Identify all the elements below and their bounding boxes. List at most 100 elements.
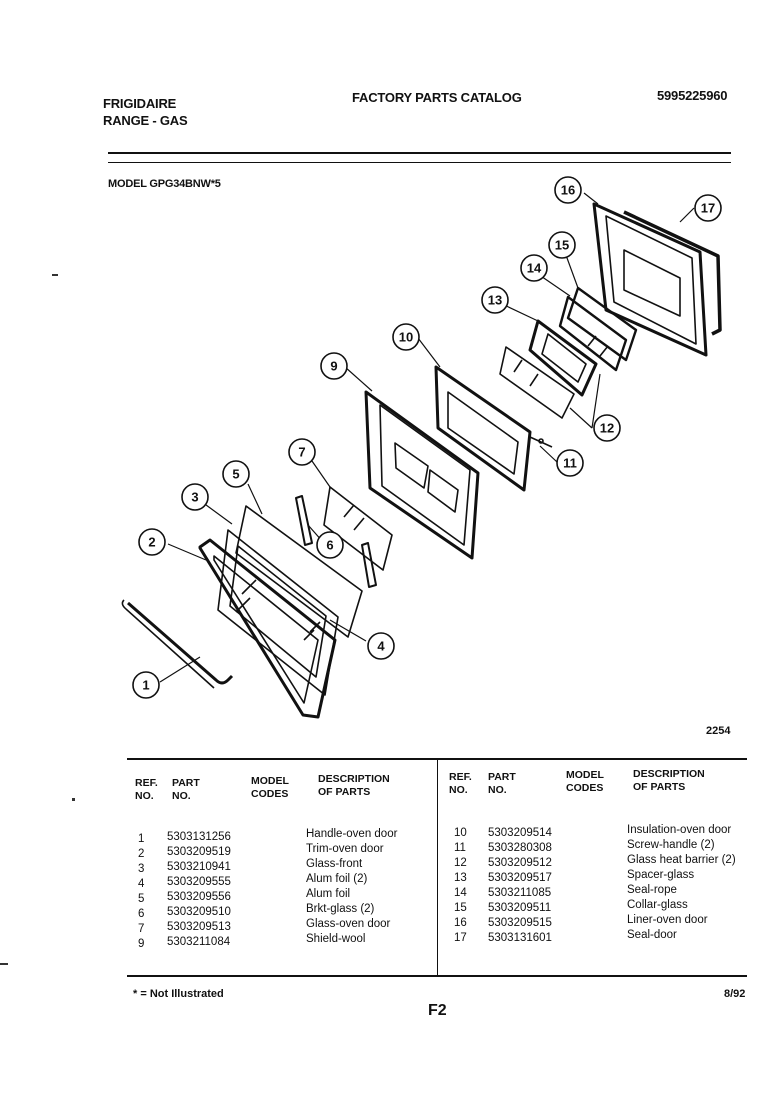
part-glass-front-drawing (217, 529, 339, 696)
table-cell-part: 5303209519 (167, 846, 231, 858)
table-cell-ref: 14 (454, 887, 467, 899)
brand-name: FRIGIDAIRE (103, 96, 177, 111)
product-type: RANGE - GAS (103, 113, 188, 128)
table-cell-part: 5303210941 (167, 861, 231, 873)
scan-speck (52, 274, 58, 276)
right-part-column: 5303209514 5303280308 5303209512 5303209… (488, 826, 552, 946)
callout-6: 6 (326, 538, 333, 553)
callout-12: 12 (600, 421, 614, 436)
part-bracket-drawing (295, 495, 377, 588)
header-part-right: PART NO. (488, 771, 516, 796)
header-desc-right: DESCRIPTION OF PARTS (633, 768, 705, 793)
table-bottom-rule (127, 975, 747, 977)
callout-7: 7 (298, 445, 305, 460)
catalog-number: 5995225960 (657, 88, 728, 103)
part-liner-drawing (592, 202, 708, 357)
footnote: * = Not Illustrated (133, 988, 224, 1000)
table-cell-desc: Liner-oven door (627, 914, 708, 926)
catalog-title: FACTORY PARTS CATALOG (352, 90, 522, 105)
callout-17: 17 (701, 201, 715, 216)
callout-10: 10 (399, 330, 413, 345)
table-divider (437, 758, 438, 976)
part-insulation-drawing (434, 365, 532, 492)
table-cell-desc: Alum foil (2) (306, 873, 368, 885)
table-cell-part: 5303211084 (167, 936, 231, 948)
callout-2: 2 (148, 535, 155, 550)
table-cell-ref: 10 (454, 827, 467, 839)
table-cell-ref: 4 (138, 878, 145, 890)
table-cell-part: 5303209513 (167, 921, 231, 933)
table-cell-part: 5303209514 (488, 827, 552, 839)
left-part-column: 5303131256 5303209519 5303210941 5303209… (167, 830, 231, 950)
table-cell-desc: Spacer-glass (627, 869, 695, 881)
table-cell-part: 5303209512 (488, 857, 552, 869)
table-cell-desc: Glass heat barrier (2) (627, 854, 736, 866)
table-cell-ref: 1 (138, 833, 145, 845)
header-rule (108, 152, 731, 154)
part-spacer-drawing (528, 319, 598, 397)
table-cell-ref: 17 (454, 932, 467, 944)
callout-9: 9 (330, 359, 337, 374)
table-cell-desc: Insulation-oven door (627, 824, 732, 836)
table-cell-desc: Seal-rope (627, 884, 677, 896)
scan-speck (0, 963, 8, 965)
header-model-right: MODEL CODES (566, 769, 604, 794)
table-cell-ref: 6 (138, 908, 145, 920)
left-ref-column: 1 2 3 4 5 6 7 9 (138, 832, 144, 952)
table-cell-ref: 15 (454, 902, 467, 914)
callout-13: 13 (488, 293, 502, 308)
table-cell-part: 5303209555 (167, 876, 231, 888)
part-collar-drawing (558, 286, 638, 372)
part-glass-oven-door-drawing (323, 486, 393, 571)
callout-1: 1 (142, 678, 149, 693)
table-cell-ref: 9 (138, 938, 145, 950)
header-ref-right: REF. NO. (449, 771, 472, 796)
table-cell-ref: 3 (138, 863, 145, 875)
part-heat-barrier-drawing (499, 346, 575, 419)
part-seal-drawing (623, 210, 722, 336)
right-desc-column: Insulation-oven door Screw-handle (2) Gl… (627, 823, 736, 943)
table-cell-part: 5303209510 (167, 906, 231, 918)
table-cell-ref: 16 (454, 917, 467, 929)
part-screw-drawing (529, 436, 553, 448)
table-cell-part: 5303209515 (488, 917, 552, 929)
table-cell-desc: Shield-wool (306, 933, 366, 945)
part-foil-drawing (235, 505, 363, 641)
header-rule-thin (108, 162, 731, 163)
page-number: F2 (428, 1002, 447, 1019)
table-cell-part: 5303131256 (167, 831, 231, 843)
callout-15: 15 (555, 238, 569, 253)
table-cell-desc: Handle-oven door (306, 828, 398, 840)
table-cell-ref: 11 (454, 842, 466, 854)
table-cell-ref: 5 (138, 893, 145, 905)
table-cell-part: 5303209511 (488, 902, 552, 914)
table-cell-ref: 7 (138, 923, 145, 935)
table-cell-part: 5303211085 (488, 887, 552, 899)
part-shield-drawing (364, 390, 480, 560)
table-cell-desc: Seal-door (627, 929, 677, 941)
left-desc-column: Handle-oven door Trim-oven door Glass-fr… (306, 827, 397, 947)
exploded-parts-diagram: 1 2 3 4 5 6 7 9 10 11 12 13 14 15 16 17 (121, 176, 722, 719)
table-cell-desc: Glass-front (306, 858, 363, 870)
table-cell-part: 5303131601 (488, 932, 552, 944)
callout-11: 11 (563, 456, 577, 471)
revision-date: 8/92 (724, 988, 746, 1000)
table-cell-ref: 2 (138, 848, 145, 860)
header-part-left: PART NO. (172, 777, 200, 802)
table-cell-part: 5303209517 (488, 872, 552, 884)
callout-4: 4 (377, 639, 385, 654)
figure-number: 2254 (706, 725, 731, 737)
table-cell-desc: Brkt-glass (2) (306, 903, 375, 915)
callout-5: 5 (232, 467, 239, 482)
part-handle-drawing (121, 599, 234, 689)
callout-14: 14 (527, 261, 542, 276)
scan-speck (72, 798, 75, 801)
table-cell-desc: Glass-oven door (306, 918, 391, 930)
table-cell-desc: Trim-oven door (306, 843, 384, 855)
table-cell-desc: Alum foil (306, 888, 351, 900)
callout-16: 16 (561, 183, 575, 198)
model-number: MODEL GPG34BNW*5 (108, 178, 221, 190)
part-trim-drawing (198, 538, 337, 719)
right-ref-column: 10 11 12 13 14 15 16 17 (454, 826, 467, 946)
table-cell-desc: Collar-glass (627, 899, 688, 911)
